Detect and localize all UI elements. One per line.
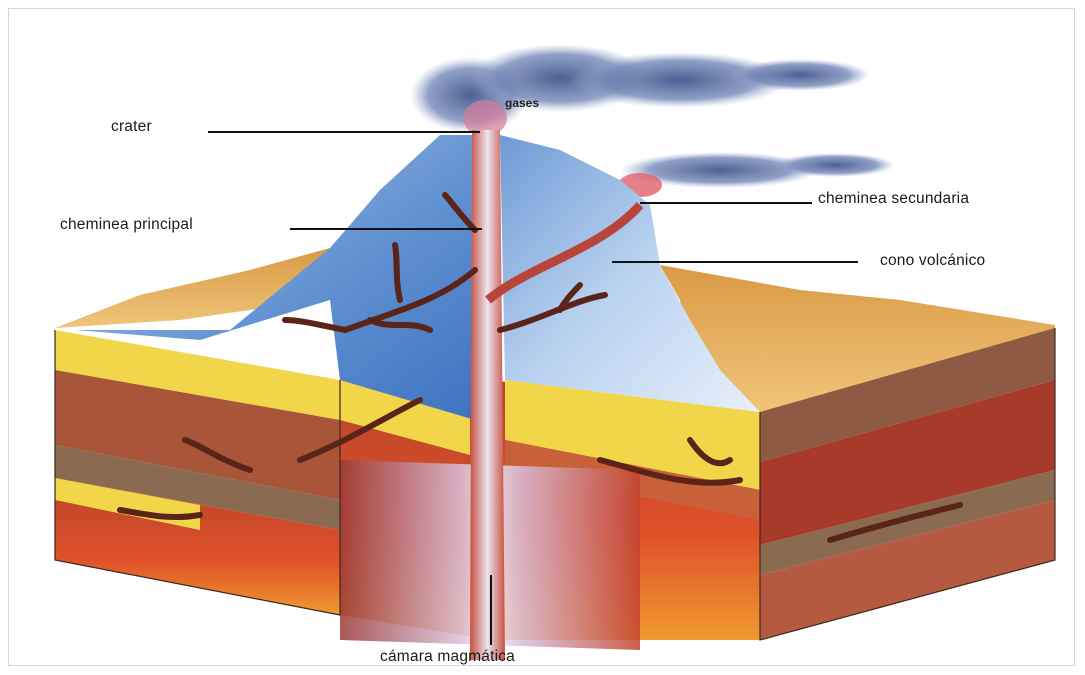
label-cheminea-secundaria: cheminea secundaria — [818, 190, 969, 208]
label-camara-magmatica: cámara magmática — [380, 648, 515, 666]
label-crater: crater — [111, 118, 152, 136]
label-cheminea-principal: cheminea principal — [60, 216, 193, 234]
strata-left — [55, 330, 340, 615]
main-vent — [470, 130, 505, 660]
label-gases: gases — [505, 96, 539, 110]
label-cono-volcanico: cono volcánico — [880, 252, 985, 270]
